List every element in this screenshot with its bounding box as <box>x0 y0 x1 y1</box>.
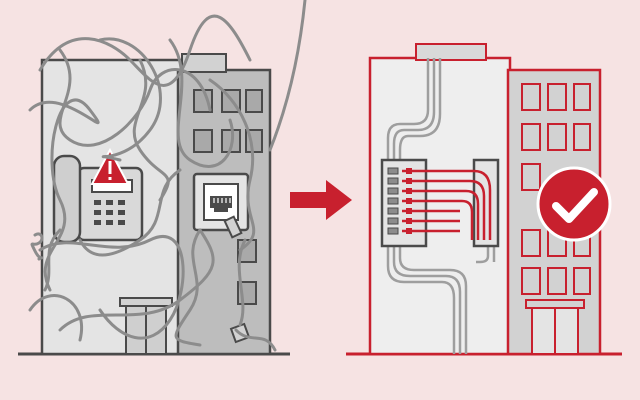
patch-panel-icon <box>380 158 500 248</box>
right-door-awning <box>525 299 585 309</box>
roof-unit <box>415 43 487 61</box>
desk-phone-icon <box>52 154 144 244</box>
door-awning <box>119 297 173 307</box>
ethernet-jack-icon <box>192 172 250 232</box>
side-windows <box>193 89 263 305</box>
roof-box <box>181 53 227 73</box>
checkmark-badge-icon <box>536 166 612 242</box>
organized-building <box>346 43 622 356</box>
tangled-cables <box>28 0 307 352</box>
warning-triangle-icon <box>90 147 130 185</box>
red-patch-cables <box>402 169 492 240</box>
patch-ports <box>387 167 399 235</box>
right-side-windows <box>521 83 591 295</box>
right-arrow-icon <box>290 180 352 220</box>
organized-cables <box>386 58 496 354</box>
messy-building <box>18 0 307 356</box>
